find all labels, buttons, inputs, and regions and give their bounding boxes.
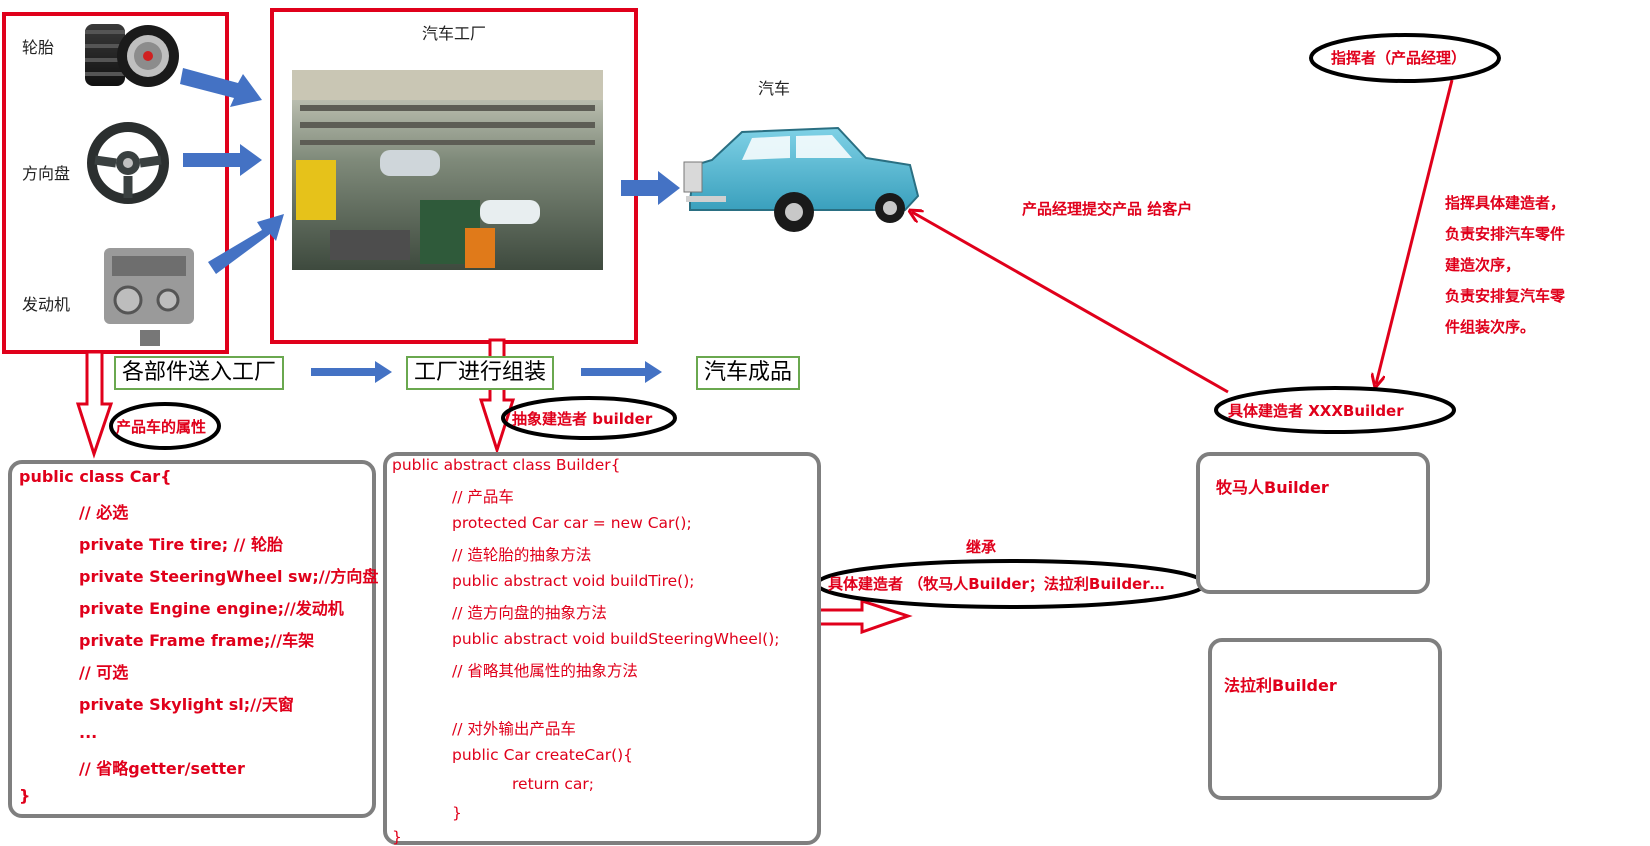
step-factory-assembly: 工厂进行组装 xyxy=(406,356,555,390)
parts-to-factory-arrows xyxy=(180,68,284,274)
parts-frame xyxy=(2,12,229,354)
builder-code-line: public abstract void buildTire(); xyxy=(452,572,695,590)
builder-code-line: public abstract class Builder{ xyxy=(392,456,621,474)
builder-code-line: } xyxy=(392,828,402,846)
steering-wheel-image xyxy=(87,122,169,204)
jeep-builder-box: 牧马人Builder xyxy=(1196,452,1430,594)
factory-photo xyxy=(292,70,603,270)
builder-code-line: public abstract void buildSteeringWheel(… xyxy=(452,630,780,648)
car-image xyxy=(683,126,920,232)
submit-arrow xyxy=(912,212,1229,394)
inherit-note: 继承 xyxy=(966,538,997,556)
jeep-builder-label: 牧马人Builder xyxy=(1216,478,1329,497)
concrete-builder-label: 具体建造者 XXXBuilder xyxy=(1228,402,1404,420)
director-arrow xyxy=(1376,79,1454,384)
tire-label: 轮胎 xyxy=(22,38,55,57)
car-code-line: private Engine engine;//发动机 xyxy=(79,599,344,618)
product-attrs-label: 产品车的属性 xyxy=(116,418,207,436)
builder-code-line: // 对外输出产品车 xyxy=(452,720,576,738)
step-arrows xyxy=(311,361,662,383)
director-duty-line: 建造次序， xyxy=(1445,256,1521,274)
director-label: 指挥者（产品经理） xyxy=(1331,49,1467,67)
factory-frame xyxy=(270,8,638,344)
abstract-builder-label: 抽象建造者 builder xyxy=(512,410,653,428)
builder-code-line: // 造方向盘的抽象方法 xyxy=(452,604,607,622)
car-code-line: private Tire tire; // 轮胎 xyxy=(79,535,283,554)
ferrari-builder-box: 法拉利Builder xyxy=(1208,638,1442,800)
steering-wheel-label: 方向盘 xyxy=(22,164,71,183)
director-duty-line: 负责安排汽车零件 xyxy=(1445,225,1566,243)
builder-code-line: public Car createCar(){ xyxy=(452,746,634,764)
builder-code-line: } xyxy=(452,804,462,822)
builder-code-line: // 产品车 xyxy=(452,488,514,506)
builder-code-line: protected Car car = new Car(); xyxy=(452,514,692,532)
builder-code-line: return car; xyxy=(512,775,594,793)
submit-to-customer-note: 产品经理提交产品 给客户 xyxy=(1022,200,1193,218)
car-code-line: // 可选 xyxy=(79,663,129,682)
engine-image xyxy=(104,248,194,346)
director-duties: 指挥具体建造者， 负责安排汽车零件 建造次序， 负责安排复汽车零 件组装次序。 xyxy=(1445,188,1565,343)
ferrari-builder-label: 法拉利Builder xyxy=(1224,676,1337,695)
step-parts-into-factory: 各部件送入工厂 xyxy=(114,356,285,390)
director-duty-line: 负责安排复汽车零 xyxy=(1445,287,1566,305)
engine-label: 发动机 xyxy=(22,295,71,314)
car-code-line: private SteeringWheel sw;//方向盘 xyxy=(79,567,379,586)
car-title: 汽车 xyxy=(758,79,791,98)
inherit-arrow xyxy=(816,598,913,635)
tire-image xyxy=(85,24,179,87)
car-code-line: ... xyxy=(79,723,98,742)
concrete-builders-list-label: 具体建造者 （牧马人Builder；法拉利Builder… xyxy=(828,575,1165,593)
car-code-line: } xyxy=(19,786,31,805)
director-duty-line: 件组装次序。 xyxy=(1445,318,1536,336)
car-code-line: public class Car{ xyxy=(19,467,172,486)
car-class-codebox: public class Car{ // 必选 private Tire tir… xyxy=(8,460,379,818)
builder-code-line: // 造轮胎的抽象方法 xyxy=(452,546,592,564)
builder-code-line: // 省略其他属性的抽象方法 xyxy=(452,662,638,680)
step-finished-car: 汽车成品 xyxy=(696,356,801,390)
factory-title: 汽车工厂 xyxy=(422,24,487,43)
car-code-line: // 必选 xyxy=(79,503,129,522)
factory-to-car-arrow xyxy=(621,171,680,205)
car-code-line: private Frame frame;//车架 xyxy=(79,631,315,650)
builder-class-codebox: public abstract class Builder{ // 产品车 pr… xyxy=(383,452,821,846)
car-code-line: // 省略getter/setter xyxy=(79,759,245,778)
car-code-line: private Skylight sl;//天窗 xyxy=(79,695,294,714)
director-duty-line: 指挥具体建造者， xyxy=(1445,194,1566,212)
